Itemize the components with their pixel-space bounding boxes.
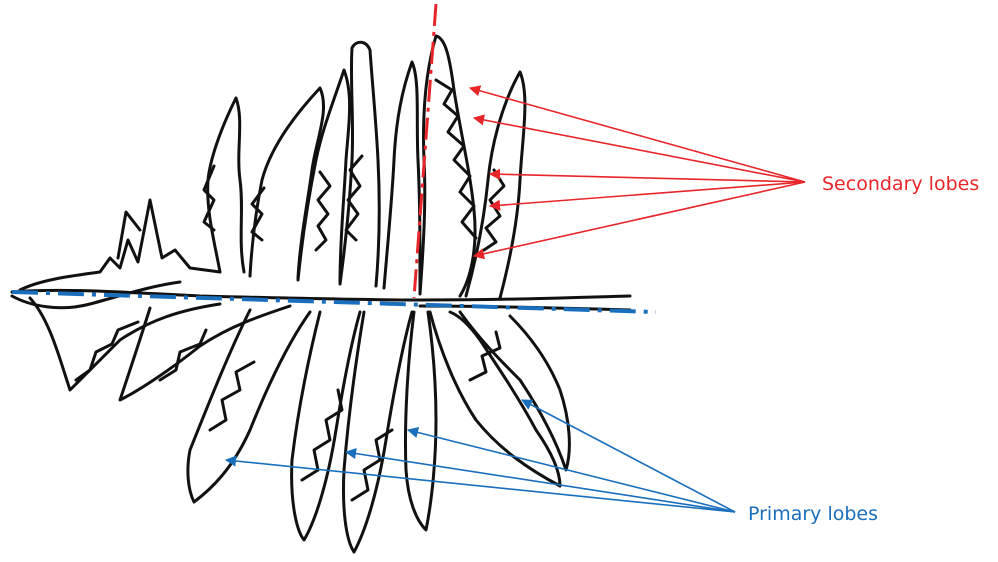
secondary-arrow [474,182,805,256]
horizontal-axis-line [12,292,656,312]
primary-arrow [226,460,735,512]
secondary-lobes-label: Secondary lobes [822,173,979,195]
primary-arrows [226,400,735,512]
secondary-arrow [490,174,805,182]
primary-arrow [408,430,735,512]
primary-lobes-label: Primary lobes [748,503,878,525]
secondary-arrow [490,182,805,206]
